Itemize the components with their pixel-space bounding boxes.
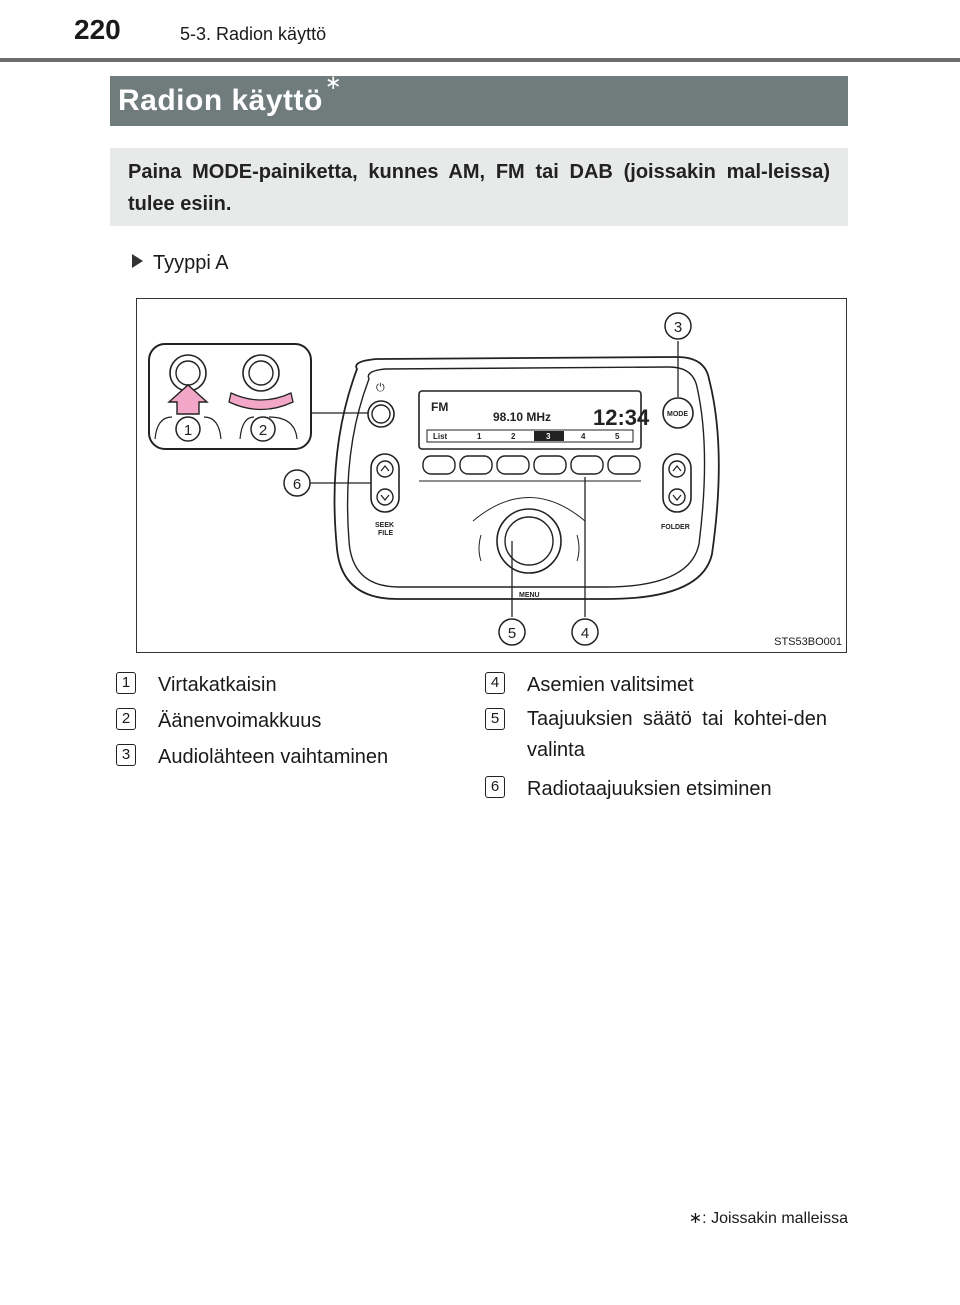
callout-4: 4 xyxy=(581,625,589,642)
mode-label: MODE xyxy=(667,411,688,418)
legend-right-column: 4 Asemien valitsimet 5 Taajuuksien säätö… xyxy=(485,668,840,808)
file-label: FILE xyxy=(378,530,393,537)
legend-number-badge: 4 xyxy=(485,672,505,694)
callout-6: 6 xyxy=(293,476,301,493)
legend-text: Asemien valitsimet xyxy=(527,674,694,696)
preset-button-6 xyxy=(607,455,641,475)
preset-button-3 xyxy=(496,455,530,475)
power-button xyxy=(367,400,395,428)
preset-button-5 xyxy=(570,455,604,475)
callout-1-circle xyxy=(175,416,201,442)
legend-item-5: 5 Taajuuksien säätö tai kohtei-den valin… xyxy=(485,704,840,772)
callout-3: 3 xyxy=(674,319,682,336)
legend-item-1: 1 Virtakatkaisin xyxy=(116,668,436,704)
preset-label-4: 4 xyxy=(581,432,586,441)
intro-instruction: Paina MODE-painiketta, kunnes AM, FM tai… xyxy=(110,148,848,226)
callout-5-circle xyxy=(498,618,526,646)
title-bar: Radion käyttö∗ xyxy=(110,72,848,126)
header-rule xyxy=(0,58,960,62)
legend-number-badge: 3 xyxy=(116,744,136,766)
seek-rocker xyxy=(370,453,400,513)
legend-text: Äänenvoimakkuus xyxy=(158,710,322,732)
radio-illustration: FM 98.10 MHz 12:34 List 1 2 3 4 5 ⏻ xyxy=(148,312,720,646)
display-clock: 12:34 xyxy=(593,405,650,430)
legend-text: Virtakatkaisin xyxy=(158,674,277,696)
callout-6-circle xyxy=(283,469,311,497)
preset-button-2 xyxy=(459,455,493,475)
preset-label-2: 2 xyxy=(511,432,516,441)
type-label: Tyyppi A xyxy=(153,252,229,274)
callout-2-circle xyxy=(250,416,276,442)
legend-text: Taajuuksien säätö tai kohtei-den valinta xyxy=(527,708,827,761)
preset-label-3-highlight xyxy=(534,431,564,441)
figure-code: STS53BO001 xyxy=(774,636,842,648)
section-label: 5-3. Radion käyttö xyxy=(180,24,327,44)
display-band: FM xyxy=(431,400,448,414)
preset-label-1: 1 xyxy=(477,432,482,441)
page-number: 220 xyxy=(74,14,121,45)
preset-button-4 xyxy=(533,455,567,475)
legend-left-column: 1 Virtakatkaisin 2 Äänenvoimakkuus 3 Aud… xyxy=(116,668,436,776)
callout-3-circle xyxy=(664,312,692,340)
power-symbol: ⏻ xyxy=(376,382,385,394)
radio-figure: FM 98.10 MHz 12:34 List 1 2 3 4 5 ⏻ xyxy=(136,298,847,653)
callout-5: 5 xyxy=(508,625,516,642)
seek-label: SEEK xyxy=(375,522,394,529)
legend-number-badge: 5 xyxy=(485,708,505,730)
title-asterisk: ∗ xyxy=(324,72,342,94)
radio-display xyxy=(418,390,642,450)
callout-4-circle xyxy=(571,618,599,646)
legend-item-2: 2 Äänenvoimakkuus xyxy=(116,704,436,740)
legend-item-6: 6 Radiotaajuuksien etsiminen xyxy=(485,772,840,808)
folder-label: FOLDER xyxy=(661,524,690,531)
preset-label-list: List xyxy=(433,432,448,441)
legend-item-3: 3 Audiolähteen vaihtaminen xyxy=(116,740,436,776)
legend-item-4: 4 Asemien valitsimet xyxy=(485,668,840,704)
menu-label: MENU xyxy=(519,592,540,599)
page-title: Radion käyttö xyxy=(118,84,323,117)
power-knob-detail xyxy=(154,354,222,440)
mode-button xyxy=(662,397,694,429)
folder-rocker xyxy=(662,453,692,513)
callout-2: 2 xyxy=(259,422,267,439)
display-frequency: 98.10 MHz xyxy=(493,410,551,424)
knob-zoom-inset xyxy=(148,343,312,450)
radio-panel xyxy=(333,356,720,600)
legend-number-badge: 1 xyxy=(116,672,136,694)
legend-text: Audiolähteen vaihtaminen xyxy=(158,746,389,768)
triangle-bullet-icon xyxy=(132,254,143,268)
preset-label-3: 3 xyxy=(546,432,551,441)
preset-label-5: 5 xyxy=(615,432,620,441)
footnote: ∗: Joissakin malleissa xyxy=(688,1210,848,1227)
callout-1: 1 xyxy=(184,422,192,439)
tune-knob xyxy=(496,508,562,574)
legend-text: Radiotaajuuksien etsiminen xyxy=(527,778,772,800)
legend-number-badge: 2 xyxy=(116,708,136,730)
preset-button-1 xyxy=(422,455,456,475)
volume-knob-detail xyxy=(228,354,298,440)
legend-number-badge: 6 xyxy=(485,776,505,798)
radio-panel-inner xyxy=(346,366,706,588)
type-heading: Tyyppi A xyxy=(132,252,229,275)
station-selector-buttons xyxy=(422,455,641,475)
